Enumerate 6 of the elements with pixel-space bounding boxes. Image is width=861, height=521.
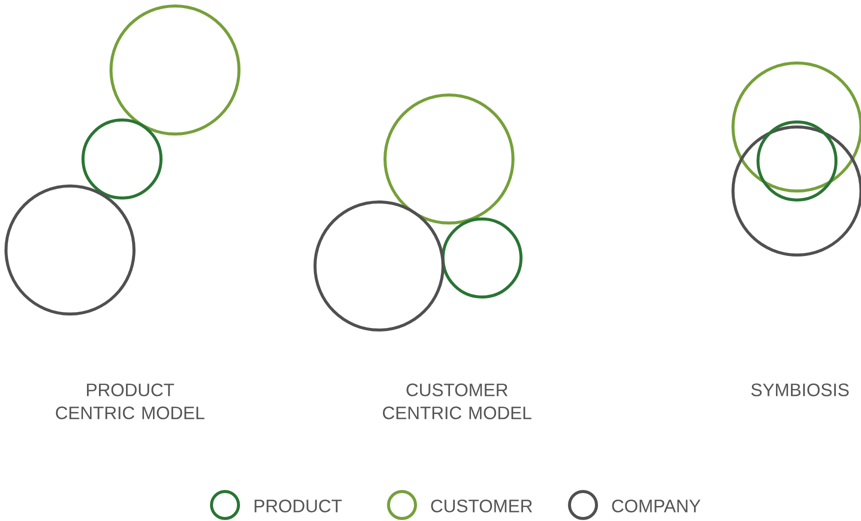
legend-label: PRODUCT <box>254 500 342 512</box>
legend-label: COMPANY <box>612 500 700 512</box>
model-caption: SYMBIOSIS <box>751 384 849 396</box>
model-caption: CUSTOMER CENTRIC MODEL <box>382 384 532 420</box>
model-caption: PRODUCT CENTRIC MODEL <box>56 384 204 420</box>
legend-label: CUSTOMER <box>431 500 532 512</box>
